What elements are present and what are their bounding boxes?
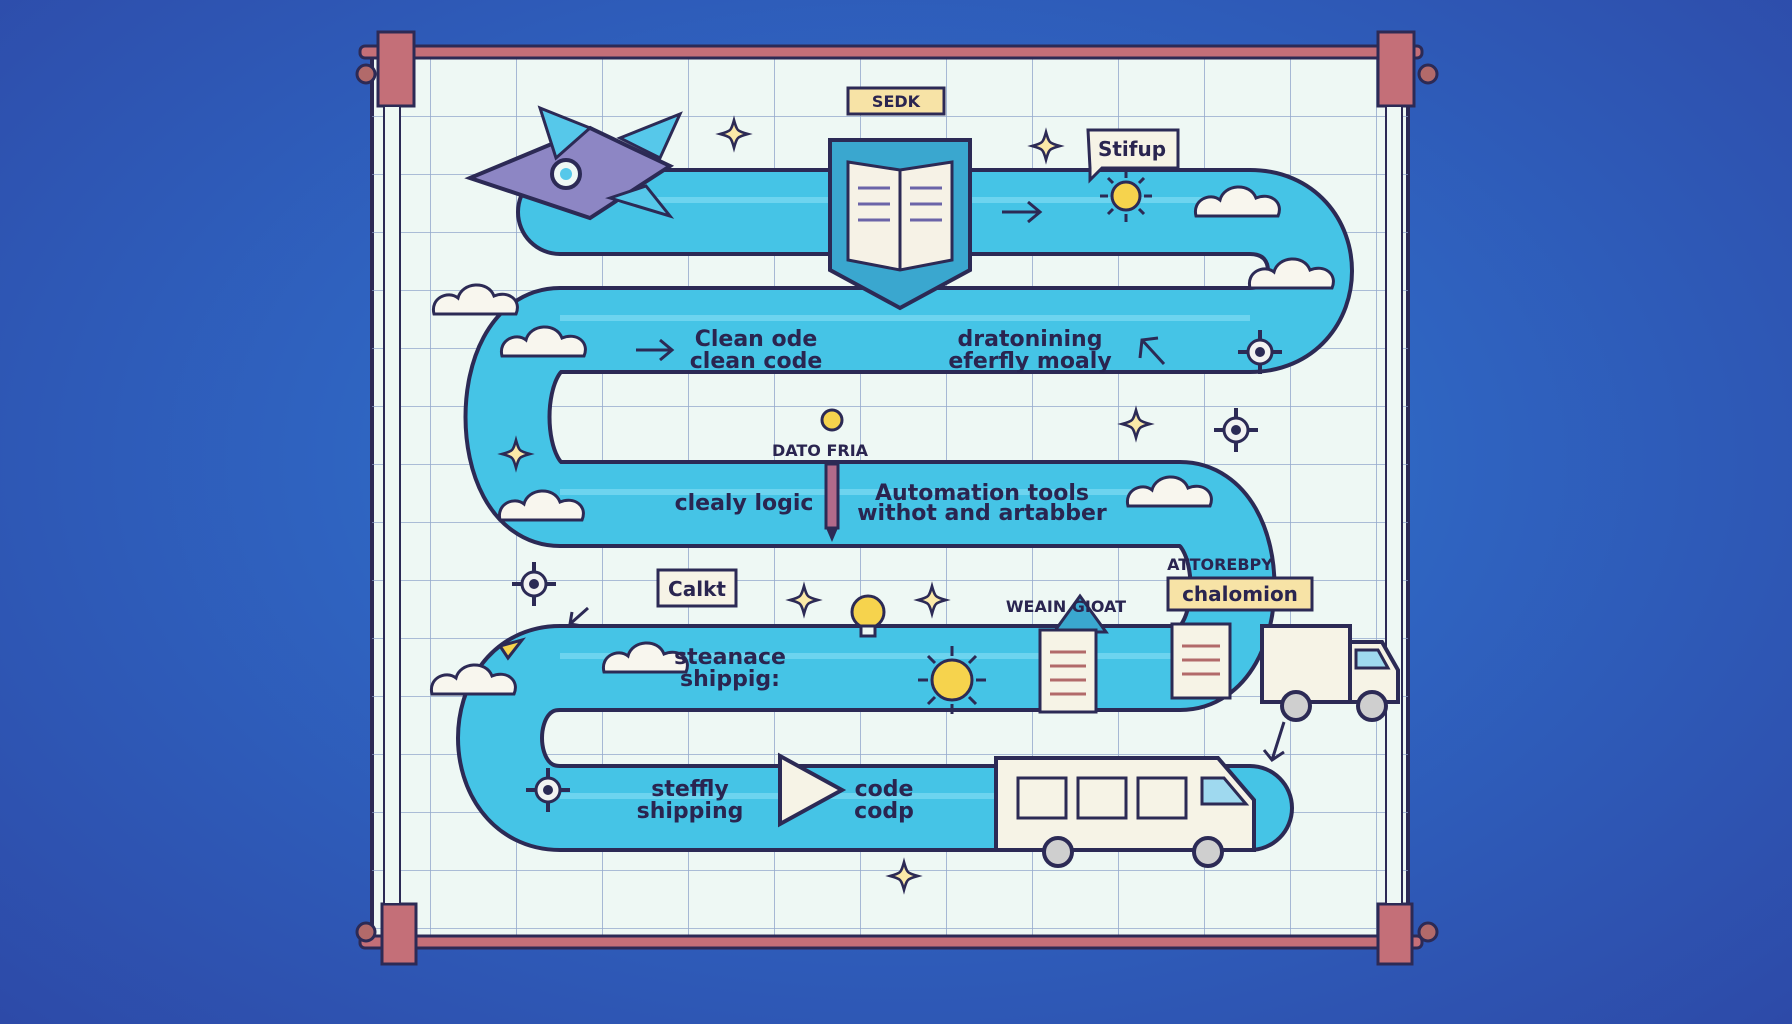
frame-side-rods <box>383 105 1403 905</box>
svg-text:clealy logic: clealy logic <box>675 491 814 516</box>
svg-text:Stifup: Stifup <box>1098 137 1166 161</box>
svg-text:Automation tools: Automation tools <box>875 481 1089 506</box>
frame-top-rod <box>355 30 1439 108</box>
label-automation: Automation tools withot and artabber <box>857 481 1107 526</box>
svg-text:codp: codp <box>854 799 914 824</box>
svg-text:Calkt: Calkt <box>668 577 726 601</box>
label-attorebpy: ATTOREBPY <box>1167 555 1273 574</box>
document-icon <box>1038 593 1109 714</box>
label-code: code codp <box>854 777 914 824</box>
svg-text:withot and artabber: withot and artabber <box>857 501 1107 526</box>
svg-text:dratonining: dratonining <box>958 327 1103 352</box>
label-weain-gioat: WEAIN GIOAT <box>1006 597 1126 616</box>
truck-icon <box>1260 624 1400 722</box>
svg-text:shippig:: shippig: <box>680 667 780 692</box>
sun-icon <box>1100 170 1152 222</box>
svg-text:chalomion: chalomion <box>1182 582 1298 606</box>
frame-bottom-rod <box>355 902 1439 966</box>
sun-icon <box>918 646 986 714</box>
svg-text:SEDK: SEDK <box>872 92 921 111</box>
label-chalomon: chalomion <box>1166 576 1314 612</box>
arrow-icons <box>568 200 1286 763</box>
svg-text:eferfly moaly: eferfly moaly <box>948 349 1111 374</box>
svg-text:DATO FRIA: DATO FRIA <box>772 441 869 460</box>
svg-text:Clean ode: Clean ode <box>695 327 818 352</box>
svg-text:ATTOREBPY: ATTOREBPY <box>1167 555 1273 574</box>
rocket-icon <box>464 105 683 221</box>
startup-speech-bubble: Stifup <box>1086 128 1180 184</box>
label-calkt: Calkt <box>656 568 738 608</box>
svg-text:steanace: steanace <box>674 645 786 670</box>
play-icon <box>778 752 847 828</box>
label-clearly-logic: clealy logic <box>675 491 814 516</box>
svg-text:clean code: clean code <box>690 349 823 374</box>
pen-icon <box>820 408 844 542</box>
svg-text:steffly: steffly <box>651 777 728 802</box>
label-steamace: steanace shippig: <box>674 645 786 692</box>
label-data-tag: DATO FRIA <box>772 441 869 460</box>
pin-icon <box>497 637 526 661</box>
label-steffly: steffly shipping <box>637 777 744 824</box>
sedk-tag: SEDK <box>846 86 946 116</box>
svg-text:WEAIN GIOAT: WEAIN GIOAT <box>1006 597 1126 616</box>
van-icon <box>994 756 1256 868</box>
lightbulb-icon <box>850 594 886 638</box>
document-icon <box>1170 622 1232 700</box>
svg-text:shipping: shipping <box>637 799 744 824</box>
svg-text:code: code <box>855 777 914 802</box>
label-drationing: dratonining eferfly moaly <box>948 327 1111 374</box>
book-icon <box>828 138 972 311</box>
label-clean-code: Clean ode clean code <box>690 327 823 374</box>
